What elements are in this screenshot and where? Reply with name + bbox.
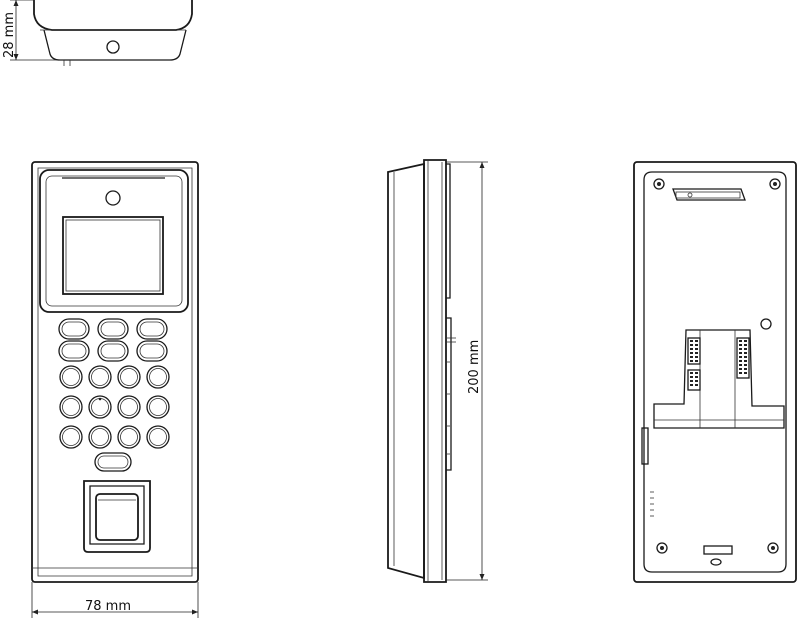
connector-pin (690, 344, 693, 346)
connector-pin (739, 340, 742, 342)
keypad-key-round[interactable] (117, 425, 141, 449)
connector-pin (739, 368, 742, 370)
keypad-key-round[interactable] (146, 425, 170, 449)
keypad-key-round[interactable] (59, 365, 83, 389)
depth-label: 28 mm (2, 12, 17, 58)
keypad-key-round[interactable] (59, 395, 83, 419)
keypad-key-round[interactable] (59, 425, 83, 449)
connector-pin (744, 360, 747, 362)
connector-port (736, 337, 750, 379)
camera-icon (105, 190, 121, 206)
connector-pin (744, 344, 747, 346)
connector-pin (744, 368, 747, 370)
connector-pin (695, 372, 698, 374)
connector-pin (744, 356, 747, 358)
width-label: 78 mm (85, 599, 131, 614)
keypad-key-pill[interactable] (136, 318, 168, 340)
top-view (33, 0, 193, 66)
mounting-screw-icon (653, 178, 781, 554)
keypad-key-round[interactable] (88, 365, 112, 389)
connector-pin (739, 372, 742, 374)
keypad-key-pill[interactable] (97, 318, 129, 340)
height-dimension: 200 mm (446, 161, 488, 581)
height-label: 200 mm (467, 340, 482, 394)
keypad-key-round[interactable] (88, 425, 112, 449)
tactile-dot (98, 397, 102, 401)
keypad-key-round[interactable] (146, 365, 170, 389)
keypad-key-round[interactable] (146, 395, 170, 419)
connector-pin (744, 352, 747, 354)
connector-pin (739, 364, 742, 366)
connector-port (687, 369, 701, 391)
connector-pin (744, 364, 747, 366)
depth-dimension: 28 mm (2, 0, 64, 61)
connector-pin (695, 356, 698, 358)
connector-pin (695, 340, 698, 342)
connector-pin (690, 380, 693, 382)
connector-pin (739, 352, 742, 354)
keypad-key-pill[interactable] (97, 340, 129, 362)
keypad-key-pill[interactable] (58, 318, 90, 340)
function-key[interactable] (94, 452, 132, 472)
side-view (387, 159, 456, 583)
fingerprint-reader[interactable] (83, 480, 151, 553)
keypad (58, 318, 170, 449)
keypad-key-pill[interactable] (58, 340, 90, 362)
connector-pin (739, 344, 742, 346)
connector-pin (690, 360, 693, 362)
connector-pin (690, 340, 693, 342)
screen-frame (39, 169, 189, 313)
connector-pin (690, 376, 693, 378)
front-view (31, 161, 199, 583)
connector-pin (744, 372, 747, 374)
back-view (633, 161, 797, 583)
connector-pin (690, 384, 693, 386)
connector-pin (695, 360, 698, 362)
connector-pin (739, 360, 742, 362)
keypad-key-pill[interactable] (136, 340, 168, 362)
connector-pin (739, 356, 742, 358)
connector-pin (695, 344, 698, 346)
connector-pin (695, 376, 698, 378)
connector-pin (739, 348, 742, 350)
connector-pin (690, 356, 693, 358)
connector-pin (695, 384, 698, 386)
width-dimension: 78 mm (31, 582, 199, 618)
connector-pin (690, 372, 693, 374)
top-view-hole (106, 40, 120, 54)
connector-pin (695, 352, 698, 354)
connector-pin (690, 352, 693, 354)
connector-pin (695, 380, 698, 382)
lcd-screen (62, 216, 164, 295)
connector-pin (695, 348, 698, 350)
connector-pin (690, 348, 693, 350)
connector-port (687, 337, 701, 365)
connector-pin (744, 348, 747, 350)
keypad-key-round[interactable] (117, 365, 141, 389)
keypad-key-round[interactable] (117, 395, 141, 419)
connector-pin (744, 340, 747, 342)
